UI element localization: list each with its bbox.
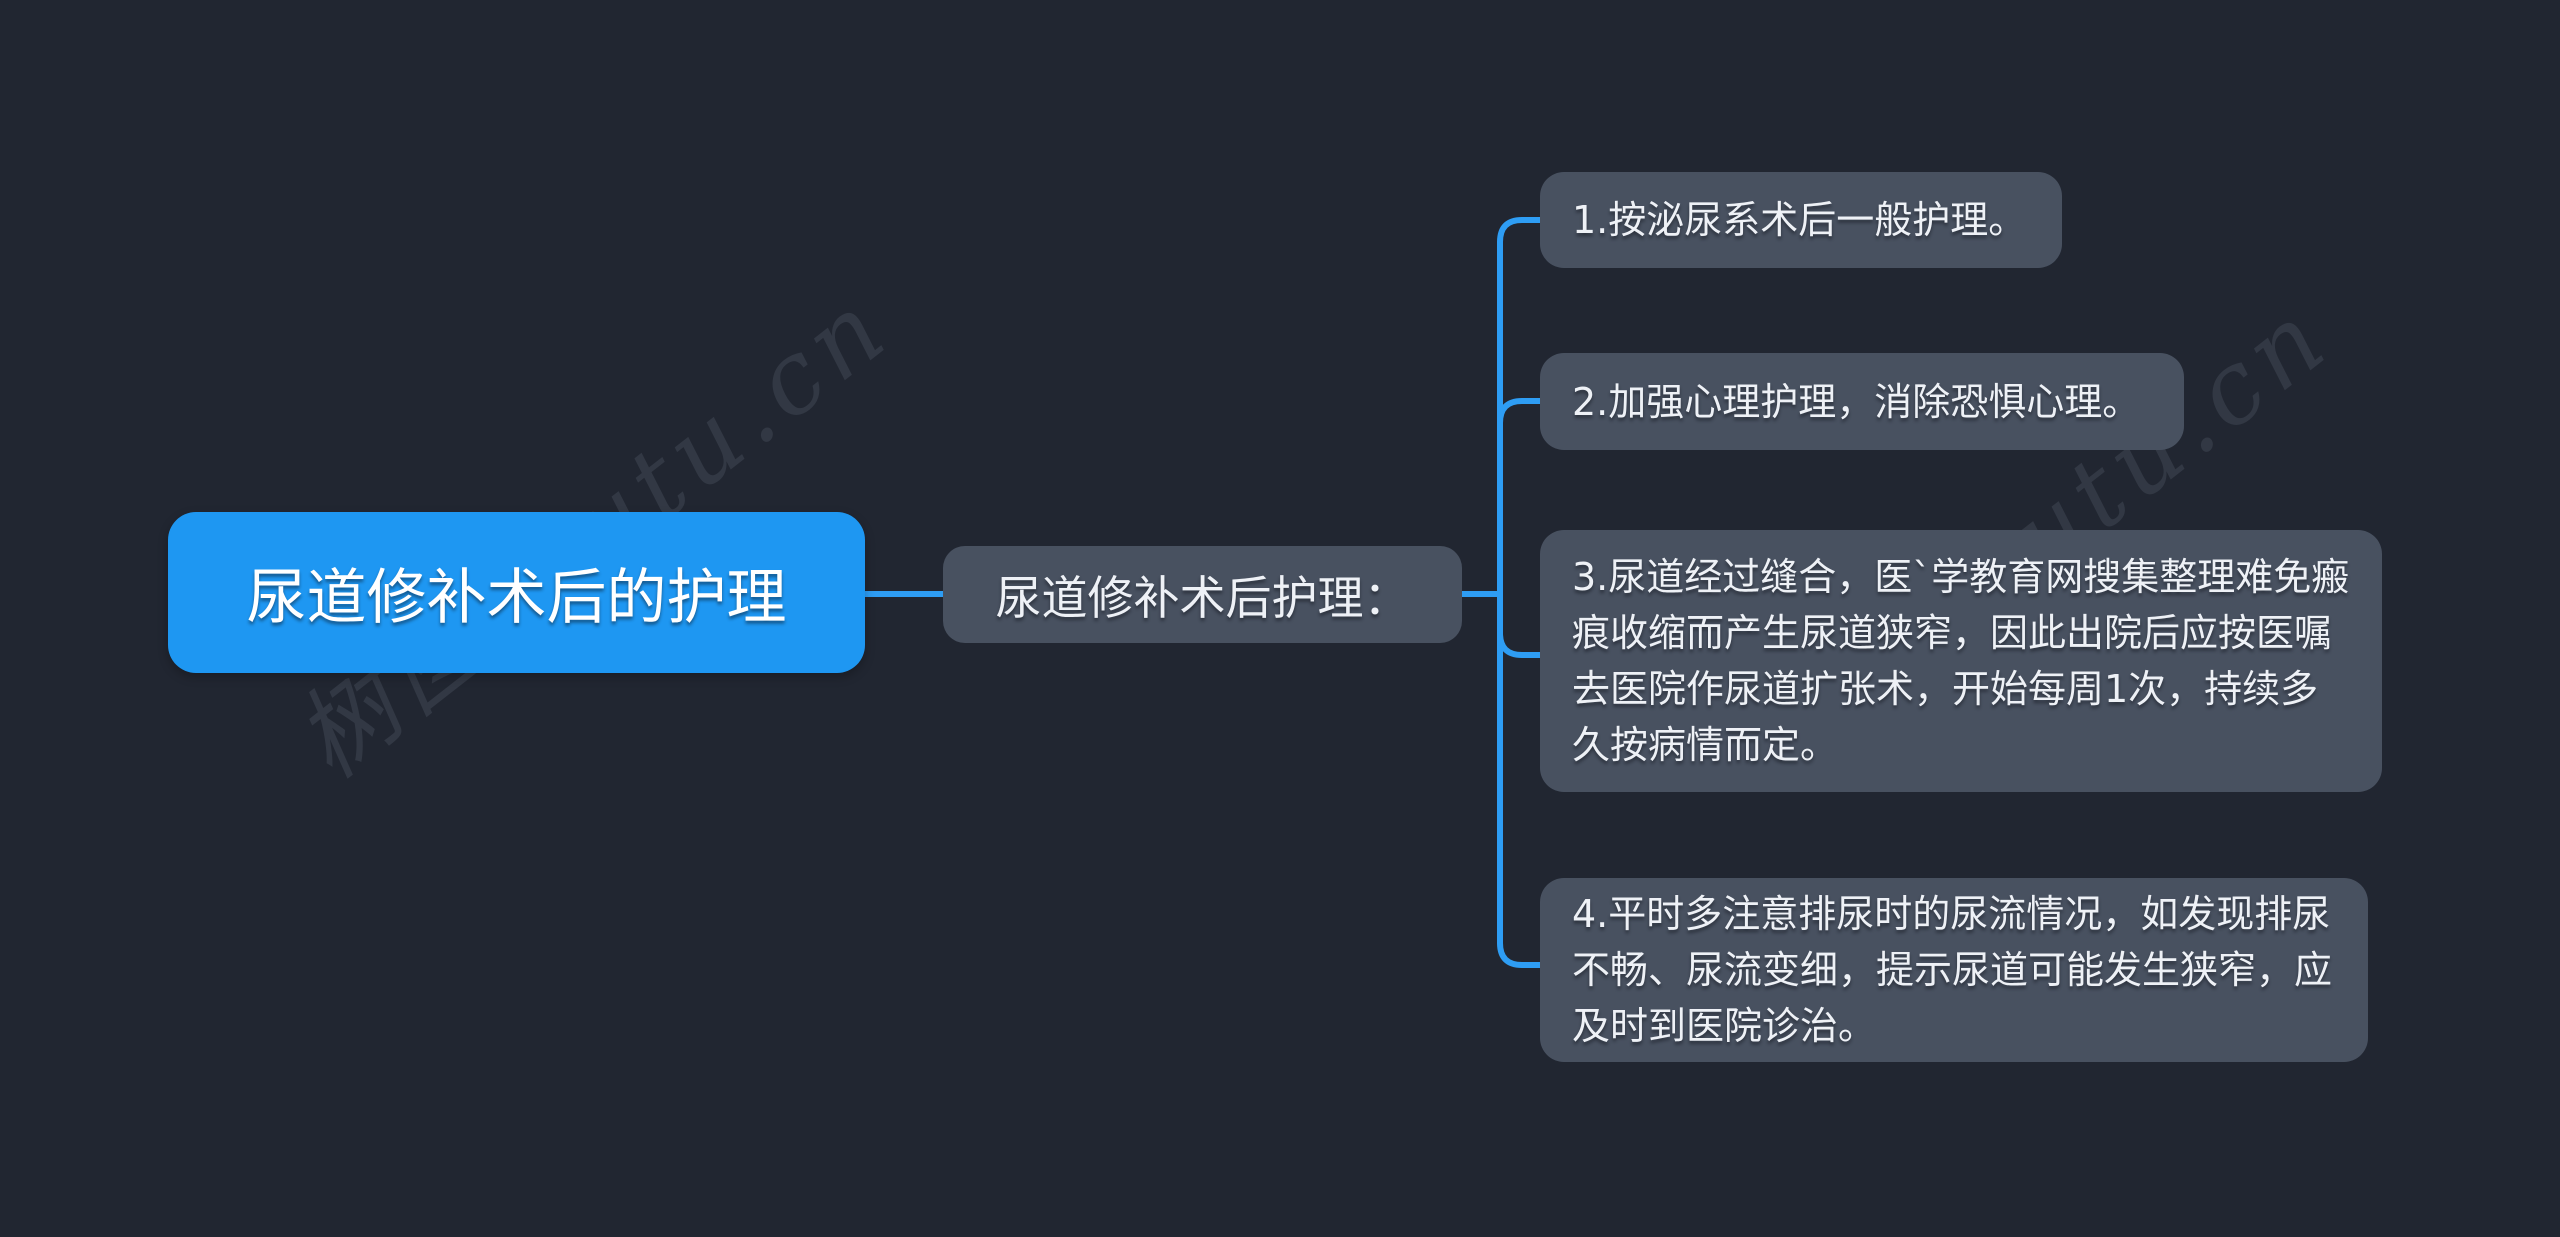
- child-node-2[interactable]: 2.加强心理护理，消除恐惧心理。: [1540, 353, 2184, 450]
- connector-child-3: [1497, 630, 1543, 658]
- connector-child-1: [1497, 217, 1543, 245]
- child-node-4[interactable]: 4.平时多注意排尿时的尿流情况，如发现排尿不畅、尿流变细，提示尿道可能发生狭窄，…: [1540, 878, 2368, 1062]
- child-node-1[interactable]: 1.按泌尿系术后一般护理。: [1540, 172, 2062, 268]
- root-node[interactable]: 尿道修补术后的护理: [168, 512, 865, 673]
- child-node-3[interactable]: 3.尿道经过缝合，医`学教育网搜集整理难免瘢痕收缩而产生尿道狭窄，因此出院后应按…: [1540, 530, 2382, 792]
- connector-child-4: [1497, 940, 1543, 968]
- parent-node[interactable]: 尿道修补术后护理：: [943, 546, 1462, 643]
- connector-child-2: [1497, 398, 1543, 426]
